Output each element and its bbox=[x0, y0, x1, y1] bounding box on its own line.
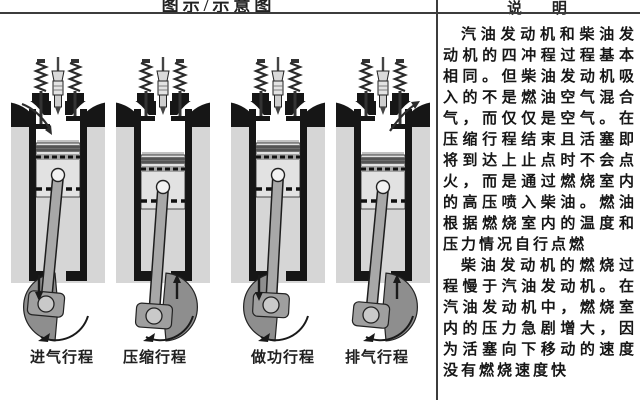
explanation-paragraph: 柴油发动机的燃烧过程慢于汽油发动机。在汽油发动机中，燃烧室内的压力急剧增大，因为… bbox=[443, 258, 637, 379]
column-divider-line bbox=[436, 0, 438, 400]
engine-figure-exhaust-stroke bbox=[333, 57, 433, 343]
engine-figure-power-stroke bbox=[228, 57, 328, 343]
explanation-text: 汽油发动机和柴油发动机的四冲程过程基本相同。但柴油发动机吸入的不是燃油空气混合气… bbox=[443, 25, 637, 382]
header-divider-line bbox=[0, 12, 640, 14]
engine-figure-compression-stroke bbox=[113, 57, 213, 343]
explanation-column-header: 说 明 bbox=[507, 1, 567, 17]
diagram-column-header: 图示/示意图 bbox=[161, 0, 276, 15]
stroke-label-compression: 压缩行程 bbox=[122, 350, 187, 366]
stroke-label-power: 做功行程 bbox=[250, 350, 315, 366]
explanation-paragraph: 汽油发动机和柴油发动机的四冲程过程基本相同。但柴油发动机吸入的不是燃油空气混合气… bbox=[443, 27, 637, 253]
engine-figure-intake-stroke bbox=[8, 57, 108, 343]
stroke-label-exhaust: 排气行程 bbox=[344, 350, 409, 366]
stroke-label-intake: 进气行程 bbox=[29, 350, 94, 366]
